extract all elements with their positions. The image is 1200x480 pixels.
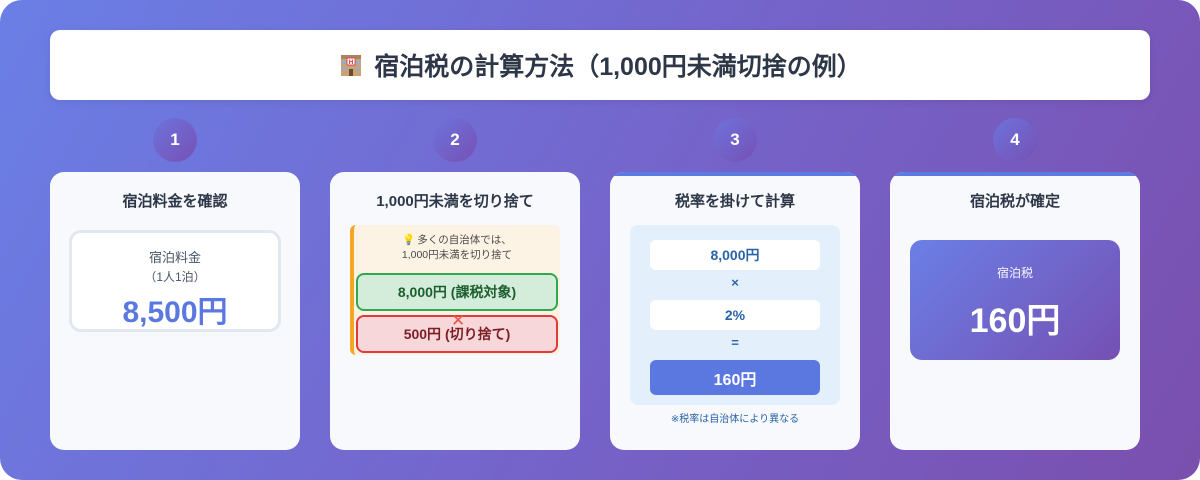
room-price-sub: （1人1泊）	[144, 270, 206, 284]
step-number-4: 4	[993, 118, 1037, 162]
step-title-4: 宿泊税が確定	[969, 193, 1060, 210]
room-price-label: 宿泊料金	[148, 250, 201, 265]
hotel-icon: H	[338, 52, 364, 78]
step-title-3: 税率を掛けて計算	[674, 193, 795, 210]
tax-rate-note: ※税率は自治体により異なる	[670, 414, 800, 425]
calc-result: 160円	[650, 360, 820, 395]
page-title: 宿泊税の計算方法（1,000円未満切捨の例）	[374, 53, 862, 81]
room-price-value: 8,500円	[122, 296, 228, 329]
svg-text:H: H	[349, 59, 354, 66]
step-card-4: 宿泊税が確定 宿泊税 160円	[890, 172, 1140, 450]
tip-line-2: 1,000円未満を切り捨て	[401, 249, 513, 261]
title-bar: H 宿泊税の計算方法（1,000円未満切捨の例）	[50, 30, 1150, 100]
taxable-amount-box: 8,000円 (課税対象)	[356, 273, 558, 311]
rounding-tip: 💡多くの自治体では、 1,000円未満を切り捨て	[354, 233, 560, 263]
step-card-3: 税率を掛けて計算 8,000円 × 2% = 160円 ※税率は自治体により異な…	[610, 172, 860, 450]
lightbulb-icon: 💡	[402, 234, 416, 246]
step-title-2: 1,000円未満を切り捨て	[376, 193, 534, 210]
rounding-box: 💡多くの自治体では、 1,000円未満を切り捨て 8,000円 (課税対象) ✕…	[350, 225, 560, 355]
step-number-1: 1	[153, 118, 197, 162]
final-tax-box: 宿泊税 160円	[910, 240, 1120, 360]
step-card-1: 宿泊料金を確認 宿泊料金 （1人1泊） 8,500円	[50, 172, 300, 450]
final-tax-value: 160円	[969, 302, 1061, 340]
equals-sign: =	[731, 335, 739, 350]
final-tax-label: 宿泊税	[996, 266, 1033, 280]
calc-base-amount: 8,000円	[650, 240, 820, 270]
multiply-sign: ×	[731, 275, 739, 290]
step-number-2: 2	[433, 118, 477, 162]
tip-line-1: 多くの自治体では、	[417, 234, 512, 246]
step-card-2: 1,000円未満を切り捨て 💡多くの自治体では、 1,000円未満を切り捨て 8…	[330, 172, 580, 450]
cross-icon: ✕	[451, 311, 466, 330]
step-number-3: 3	[713, 118, 757, 162]
calculation-box: 8,000円 × 2% = 160円	[630, 225, 840, 405]
card-accent-bar	[610, 172, 860, 176]
step-title-1: 宿泊料金を確認	[122, 193, 228, 210]
card-accent-bar	[890, 172, 1140, 176]
calc-tax-rate: 2%	[650, 300, 820, 330]
room-price-box: 宿泊料金 （1人1泊） 8,500円	[69, 230, 281, 332]
cut-amount-box: ✕ 500円 (切り捨て)	[356, 311, 558, 353]
cut-amount-label: 500円 (切り捨て)	[403, 326, 511, 342]
